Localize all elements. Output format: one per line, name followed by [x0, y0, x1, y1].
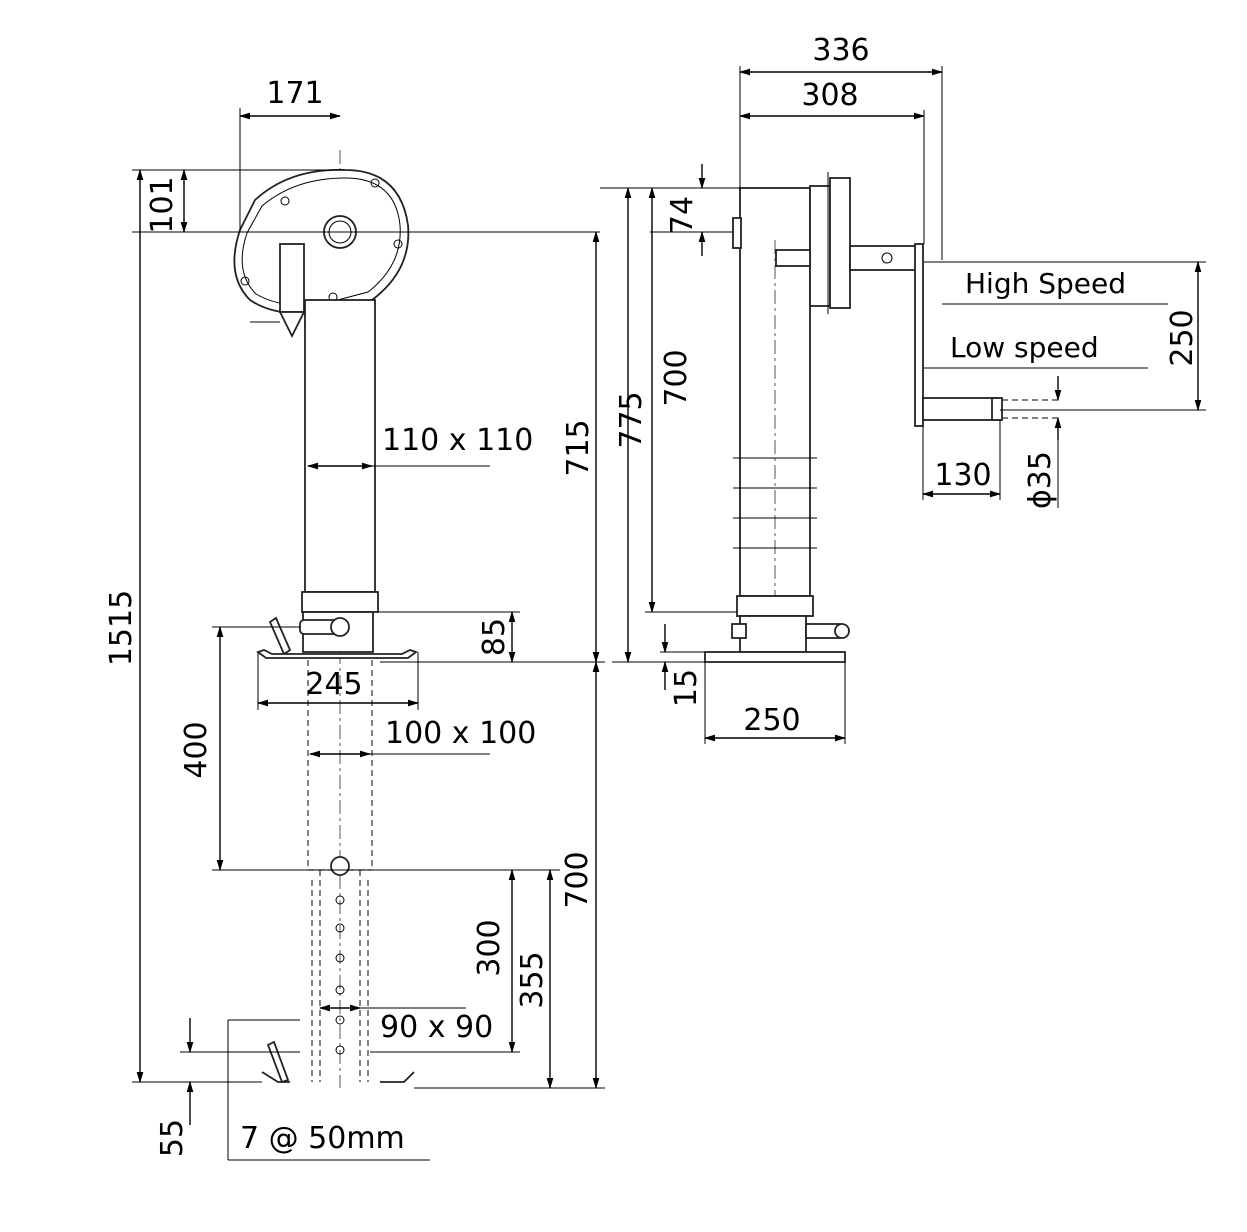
outer-collar-front: [301, 591, 379, 613]
label-low-speed: Low speed: [950, 331, 1099, 364]
dim-pin-section: 355: [515, 951, 550, 1008]
dim-inner-tube: 100 x 100: [385, 716, 536, 751]
outer-collar-side: [736, 595, 814, 617]
outer-tube-front: [304, 299, 376, 593]
dim-top-to-shaft: 74: [665, 196, 700, 234]
dim-outer-length: 715: [561, 419, 596, 476]
dim-gearbox-width: 171: [266, 76, 323, 111]
dim-plate-thickness: 15: [669, 669, 704, 707]
dim-crank-radius: 250: [1165, 309, 1200, 366]
dim-foot-height: 85: [477, 618, 512, 656]
dim-top-offset: 101: [145, 176, 180, 233]
front-view: 171 101 1515 110 x 110 715 85 245 100 x …: [104, 76, 605, 1161]
foot-plate-front: [256, 649, 418, 659]
bottom-foot-right: [380, 1071, 415, 1083]
dim-inner-travel: 400: [179, 721, 214, 778]
dim-overall-depth: 336: [812, 33, 869, 68]
dim-tube-length-inner: 700: [659, 349, 694, 406]
dim-hole-pitch: 7 @ 50mm: [240, 1121, 405, 1156]
dim-handle-diameter: ϕ35: [1023, 451, 1058, 509]
dim-foot-width: 245: [305, 667, 362, 702]
base-plate-side: [704, 651, 846, 663]
dim-body-depth: 308: [801, 78, 858, 113]
dim-bottom-offset: 55: [155, 1119, 190, 1157]
crank-handle: [922, 397, 998, 421]
dim-lower-tube: 90 x 90: [380, 1010, 493, 1045]
dim-pin-range: 300: [472, 919, 507, 976]
gearbox-side: [732, 172, 1060, 427]
pin-holes: [335, 895, 345, 1055]
dim-plate-width: 250: [743, 703, 800, 738]
crank-arm: [914, 243, 924, 427]
dim-handle-length: 130: [934, 458, 991, 493]
side-view: 336 308 74 775 700 15 250 High Speed: [600, 33, 1206, 744]
label-high-speed: High Speed: [965, 267, 1126, 300]
dim-outer-tube: 110 x 110: [382, 423, 533, 458]
gearbox-front: [233, 169, 410, 339]
foot-lever: [268, 616, 292, 656]
dim-inner-length: 700: [560, 851, 595, 908]
dim-tube-length-outer: 775: [614, 391, 649, 448]
dim-overall-height: 1515: [104, 590, 139, 666]
